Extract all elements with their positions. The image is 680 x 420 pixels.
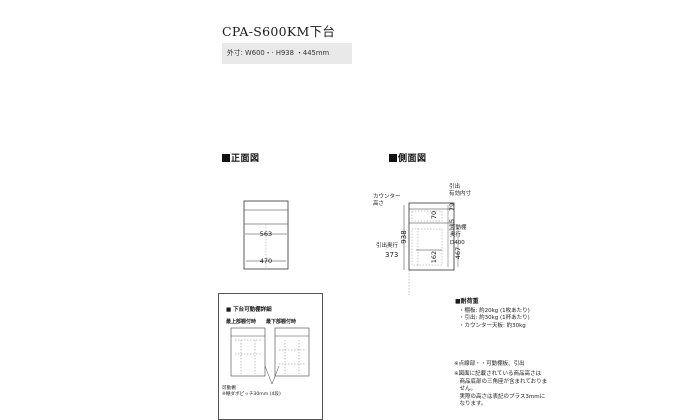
drawer-depth-value: 373 [385, 251, 399, 259]
counter-height-label: カウンター 高さ [373, 194, 401, 208]
detail-left-outline [230, 327, 266, 377]
dim-115: 115 [448, 219, 456, 231]
side-cabinet-outline [408, 202, 455, 271]
side-view-heading: 側面図 [389, 151, 427, 164]
front-dim-bottom: 470 [260, 257, 272, 265]
drawer-inner-label: 引出 有効内寸 [449, 184, 472, 198]
note-line: なります。 [454, 401, 487, 408]
load-item: ・カウンター天板: 約30kg [459, 322, 526, 329]
dim-79: 79 [448, 203, 456, 211]
notes: ※点線部・・可動棚板、引出 ※図面に記載されている商品高さは 商品底部の三角座が… [454, 361, 604, 409]
note-line: ※点線部・・可動棚板、引出 [454, 361, 525, 367]
detail-foot-line: 可動棚 [222, 386, 236, 391]
load-item: ・棚板: 約20kg (1枚あたり) [459, 308, 530, 314]
note-line: 商品底部の三角座が含まれておりま [454, 378, 548, 385]
front-view-heading-text: 正面図 [231, 154, 260, 164]
square-bullet-icon [222, 154, 230, 162]
spec-bar: 外寸: W600・· H938 ・445mm [222, 43, 352, 64]
shelf-depth-label: 可動棚 奥行 D400 [450, 225, 467, 246]
detail-col1-label: 最上部棚付時 [226, 319, 257, 325]
note-line: せん。 [454, 386, 477, 393]
square-bullet-icon [389, 154, 397, 162]
side-view-heading-text: 側面図 [398, 154, 427, 164]
dim-938: 938 [400, 230, 408, 243]
load-list: ・棚板: 約20kg (1枚あたり) ・引出: 約30kg (1杯あたり) ・カ… [459, 308, 530, 330]
note-line: ※図面に記載されている商品高さは [454, 371, 541, 378]
drawer-depth-label: 引出奥行 [376, 243, 399, 249]
detail-foot-line: ※棚ダボピッチ30mm (4段) [222, 392, 281, 398]
front-view-drawing: 563 470 [243, 200, 289, 270]
side-shelf-dashed [411, 228, 443, 266]
dim-70: 70 [430, 211, 438, 219]
product-title: CPA-S600KM下台 [222, 24, 336, 39]
side-drawer-dashed [411, 210, 443, 222]
front-dim-top: 563 [260, 230, 272, 238]
detail-right-outline [274, 327, 310, 377]
detail-col2-label: 最下部棚付時 [266, 319, 297, 325]
side-view-drawing: 938 79 70 115 467 162 [400, 202, 462, 295]
dim-162: 162 [430, 251, 438, 263]
note-line: 実際の高さは表記のプラス3mmに [454, 393, 546, 400]
detail-arrow [264, 365, 280, 384]
detail-drawings [230, 327, 310, 384]
detail-heading: ■ 下台可動棚詳細 [226, 307, 272, 313]
dim-467: 467 [454, 247, 462, 259]
load-heading: ■耐荷重 [455, 298, 479, 305]
front-cabinet-outline [243, 200, 289, 270]
detail-footnote: 可動棚 ※棚ダボピッチ30mm (4段) [222, 386, 281, 398]
load-item: ・引出: 約30kg (1杯あたり) [459, 315, 530, 322]
front-view-heading: 正面図 [222, 151, 260, 164]
